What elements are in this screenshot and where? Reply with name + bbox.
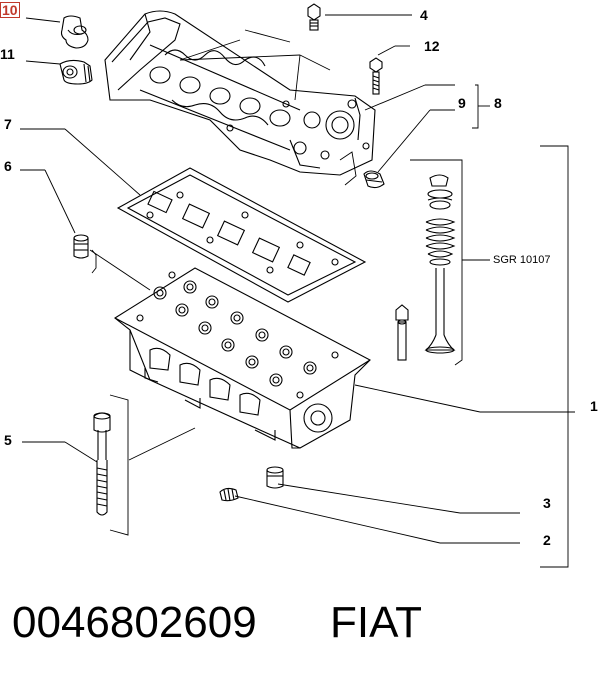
dowel-sleeve-part — [73, 234, 89, 259]
valve-stem-seal-part — [363, 170, 385, 189]
callout-1: 1 — [590, 398, 598, 414]
callout-7: 7 — [4, 116, 12, 132]
head-bolt-part — [93, 412, 111, 516]
sensor-bolt-part — [307, 3, 321, 31]
brand-name: FIAT — [330, 598, 423, 647]
callout-10: 10 — [0, 2, 20, 18]
oil-cap-part — [59, 59, 93, 85]
callout-6: 6 — [4, 158, 12, 174]
callout-3: 3 — [543, 495, 551, 511]
callout-8: 8 — [494, 95, 502, 111]
callout-12: 12 — [424, 38, 440, 54]
callout-11: 11 — [0, 46, 15, 62]
screw-part — [369, 57, 383, 95]
camshaft-carrier-part — [104, 10, 376, 176]
plug-cap-part — [60, 15, 89, 49]
dowel-pin-part — [266, 466, 284, 489]
callout-9: 9 — [458, 95, 466, 111]
callout-4: 4 — [420, 7, 428, 23]
part-number: 0046802609 — [12, 598, 257, 647]
valve-spring-assembly-part — [395, 174, 456, 361]
cylinder-head-part — [114, 267, 371, 449]
callout-5: 5 — [4, 432, 12, 448]
threaded-plug-part — [219, 487, 239, 502]
sgr-reference-label: SGR 10107 — [493, 254, 551, 266]
leader-lines — [20, 14, 575, 568]
head-gasket-part — [116, 167, 367, 303]
callout-2: 2 — [543, 532, 551, 548]
